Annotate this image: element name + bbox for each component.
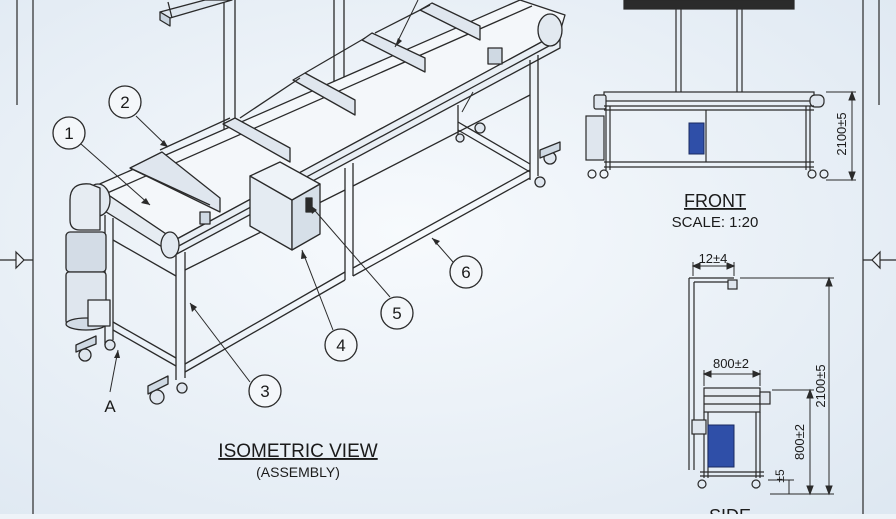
balloon-5-label: 5	[392, 304, 401, 323]
side-dim-width: 800±2	[713, 356, 749, 371]
balloon-6: 6	[449, 255, 483, 289]
side-view-drawing	[688, 277, 771, 489]
front-height-dimension	[826, 90, 856, 182]
side-dim-table-height: 800±2	[792, 424, 807, 460]
balloon-2: 2	[108, 85, 142, 119]
side-dim-top: 12±4	[699, 251, 728, 266]
leader-arrowheads	[114, 38, 440, 358]
side-dim-foot: ±5	[773, 469, 787, 483]
isometric-view-title: ISOMETRIC VIEW	[218, 441, 377, 462]
balloon-1: 1	[52, 116, 86, 150]
balloon-3-label: 3	[260, 382, 269, 401]
balloon-6-label: 6	[461, 263, 470, 282]
side-view-title: SIDE	[709, 506, 751, 514]
right-center-mark	[863, 250, 896, 270]
balloon-1-label: 1	[64, 124, 73, 143]
left-center-mark	[0, 250, 33, 270]
front-motor-box	[688, 122, 705, 155]
detail-letter: A	[104, 397, 116, 416]
balloon-3: 3	[248, 374, 282, 408]
side-dimensions	[691, 262, 834, 496]
side-dim-total-height: 2100±5	[813, 364, 828, 407]
sheet-border	[16, 0, 880, 514]
balloon-2-label: 2	[120, 93, 129, 112]
front-view-drawing	[585, 0, 829, 179]
front-view-scale: SCALE: 1:20	[672, 214, 759, 231]
isometric-conveyor-drawing	[65, 0, 566, 405]
front-height-dim-text: 2100±5	[834, 112, 849, 155]
balloon-4: 4	[324, 328, 358, 362]
isometric-view-subtitle: (ASSEMBLY)	[256, 464, 340, 480]
side-motor-box	[707, 424, 735, 468]
balloon-5: 5	[380, 296, 414, 330]
balloon-4-label: 4	[336, 336, 345, 355]
front-view-title: FRONT	[684, 191, 746, 211]
